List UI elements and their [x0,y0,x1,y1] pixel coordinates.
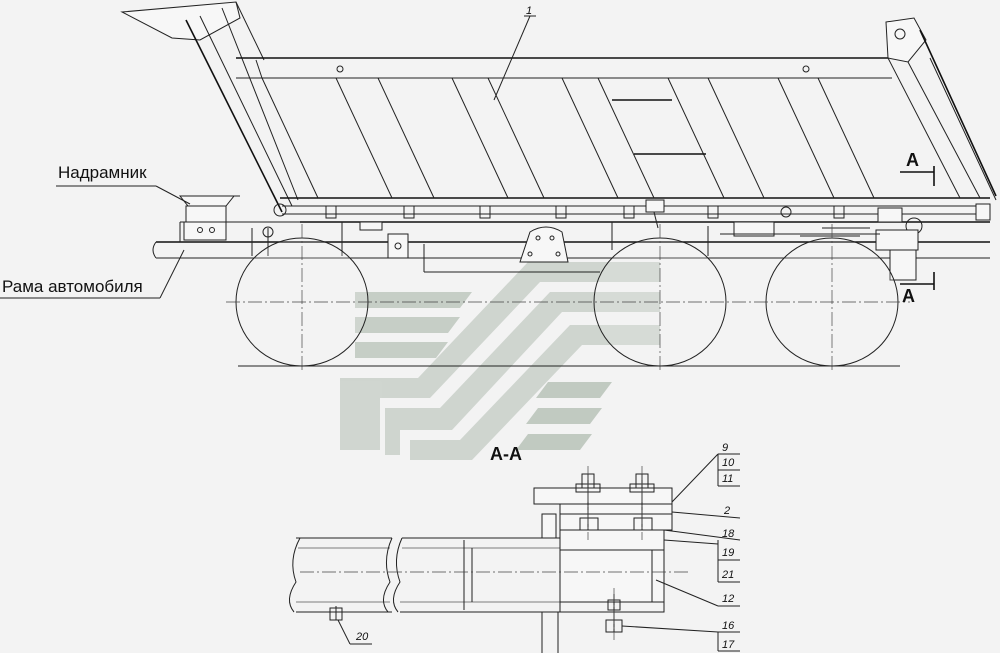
part-number-18: 18 [722,528,735,540]
dump-body-side-view [120,1,997,235]
part-number-16: 16 [722,620,735,632]
part-number-12: 12 [722,593,734,605]
section-title: A-A [490,444,522,464]
part-number-10: 10 [722,457,735,469]
subframe-label: Надрамник [58,163,147,182]
part-number-9: 9 [722,442,728,454]
part-number-1: 1 [526,5,532,17]
part-number-2: 2 [723,505,730,517]
subframe-and-vehicle-frame [152,195,990,281]
vehicle-frame-label: Рама автомобиля [2,277,143,296]
wheels [226,224,910,372]
upper-view-labels: Надрамник Рама автомобиля 1 A A A-A [0,5,935,464]
part-number-19: 19 [722,547,734,559]
part-number-20: 20 [355,631,369,643]
part-number-11: 11 [722,473,733,485]
section-marker-a-top: A [906,150,919,170]
part-number-17: 17 [722,639,735,651]
section-a-a-view [289,466,690,653]
chevron-logo-watermark-icon [340,262,660,460]
section-marker-a-bottom: A [902,286,915,306]
section-callouts: 9 10 11 2 18 19 21 12 16 17 20 [337,442,741,652]
part-number-21: 21 [721,569,734,581]
